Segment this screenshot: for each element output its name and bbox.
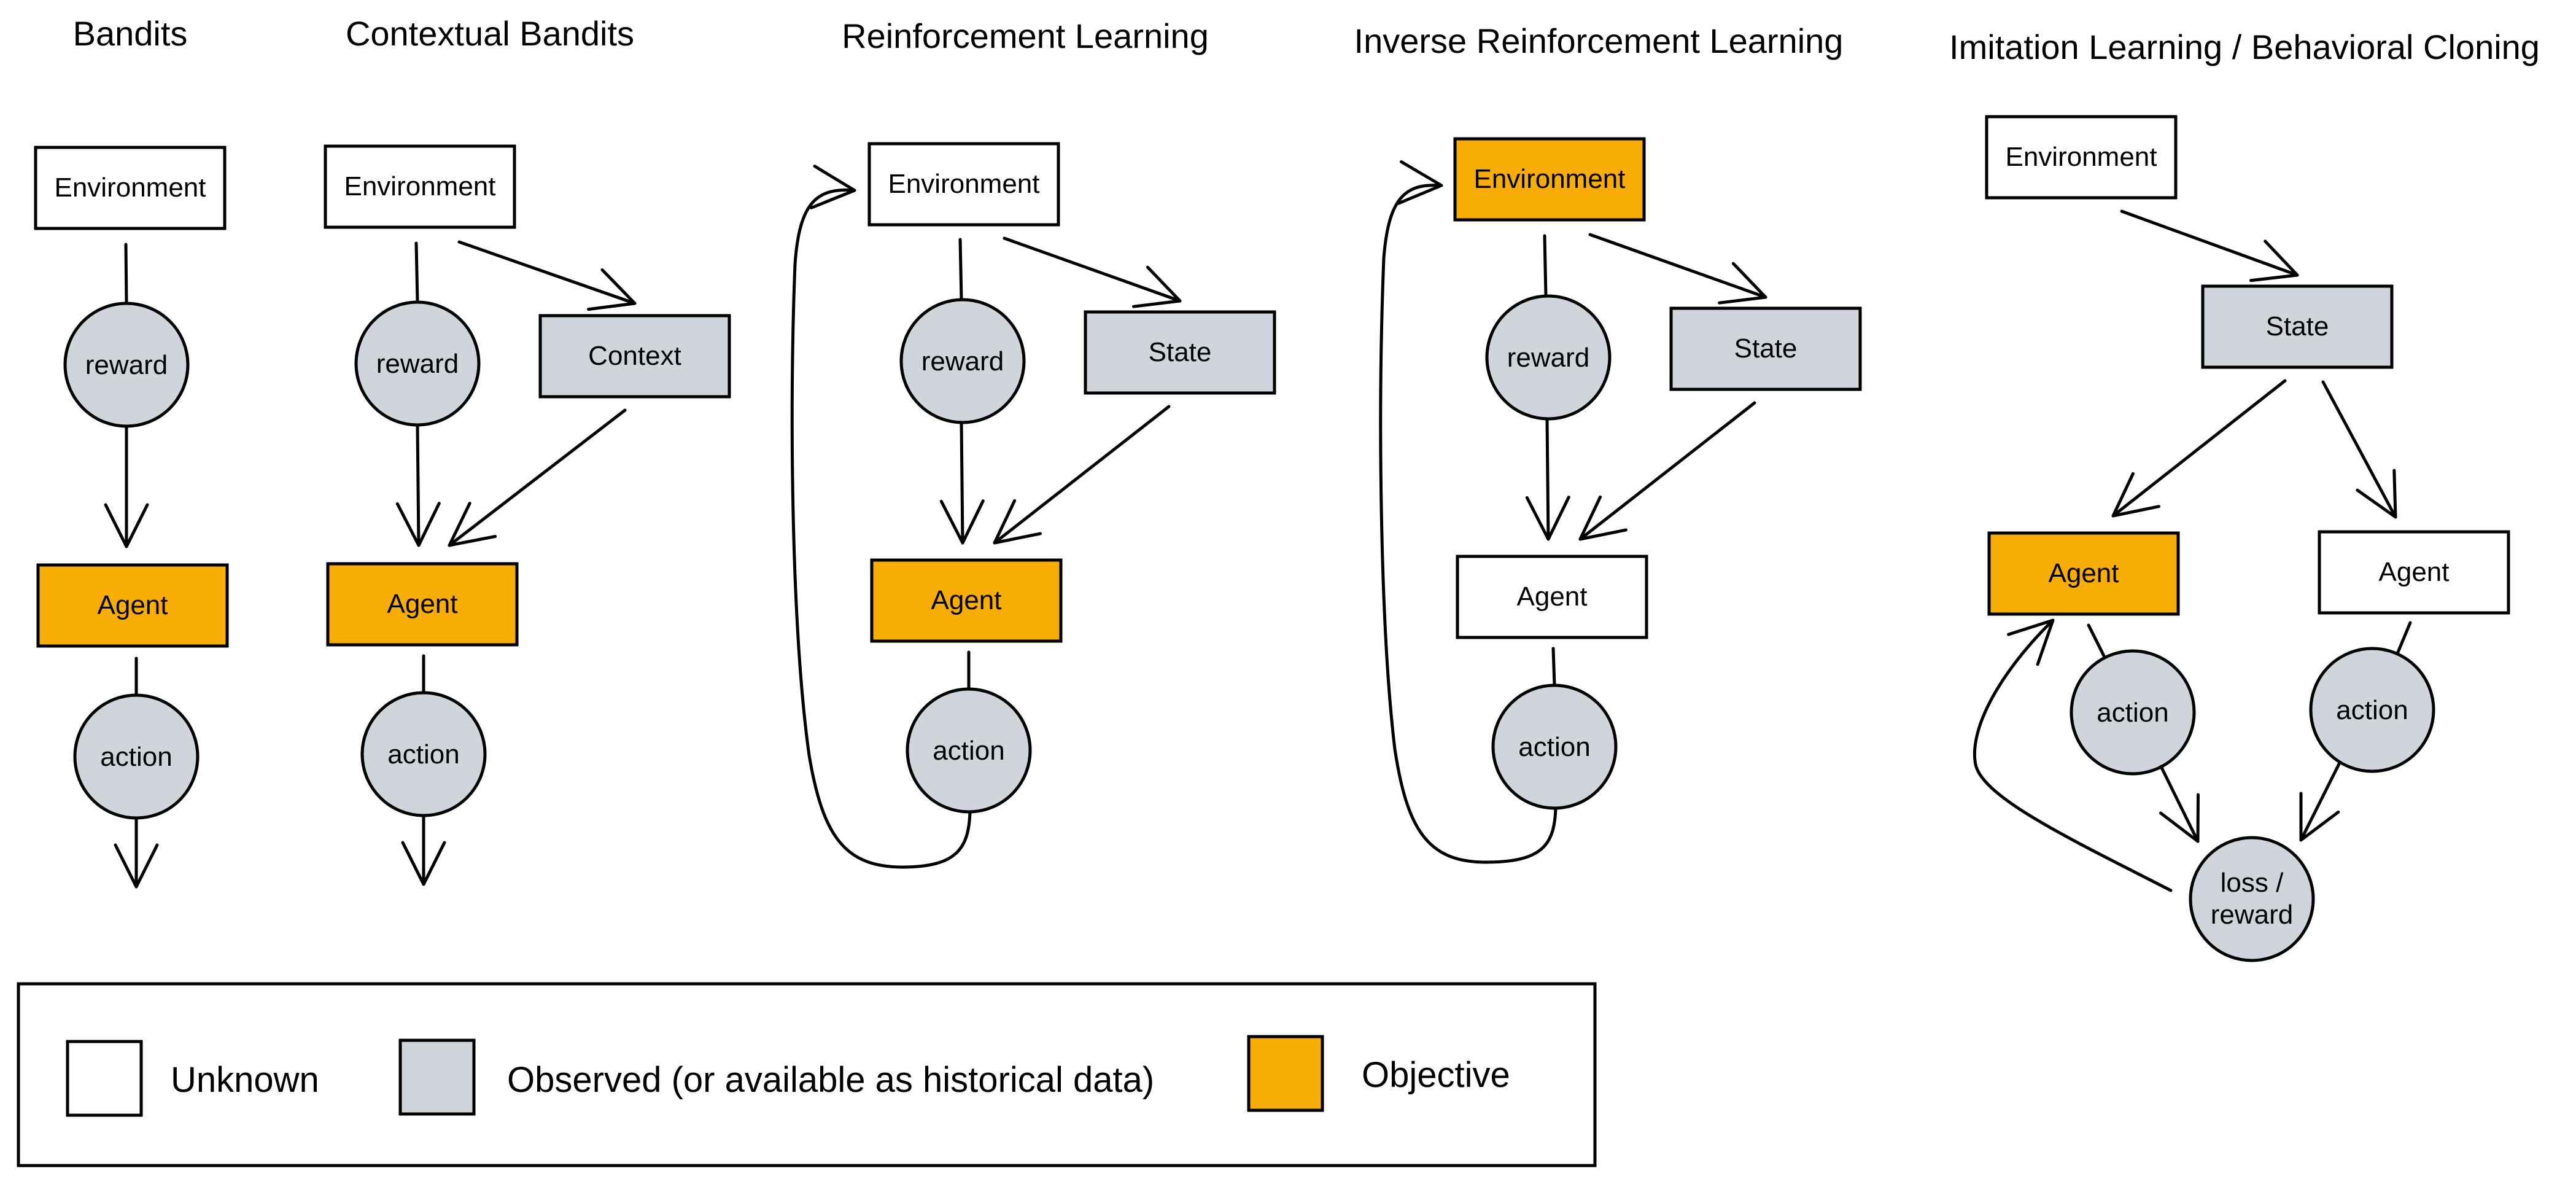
- action-right-node: [2309, 647, 2435, 773]
- panel-title: Inverse Reinforcement Learning: [1354, 21, 1844, 60]
- edge-state-agent: [993, 405, 1171, 545]
- agent-node: [36, 563, 229, 648]
- action-label: action: [933, 736, 1004, 766]
- context-label: Context: [588, 341, 681, 371]
- legend: Unknown Observed (or available as histor…: [17, 982, 1597, 1167]
- action-left-node: [2070, 649, 2196, 776]
- edge-agent-left-action: [2087, 623, 2106, 659]
- agent-node: [870, 558, 1063, 643]
- legend-objective-swatch: [1247, 1035, 1324, 1112]
- agent-label: Agent: [98, 590, 168, 620]
- edge-context-agent: [448, 408, 627, 547]
- environment-label: Environment: [888, 169, 1039, 199]
- edge-action-left-loss: [2159, 765, 2200, 843]
- action-left-label: action: [2097, 698, 2168, 728]
- state-label: State: [1149, 337, 1212, 367]
- environment-label: Environment: [344, 171, 495, 201]
- panel-title: Bandits: [73, 14, 188, 53]
- edge-action-right-loss: [2299, 762, 2341, 842]
- agent-right-node: [2318, 530, 2510, 615]
- reward-label: reward: [921, 346, 1004, 376]
- environment-node: [1985, 115, 2178, 200]
- panel-contextual-bandits: Contextual Bandits Environment Context r…: [324, 14, 731, 886]
- reward-label: reward: [376, 349, 459, 379]
- environment-node: [34, 146, 227, 230]
- state-node: [2201, 284, 2394, 369]
- edge-environment-state: [2120, 209, 2299, 282]
- agent-label: Agent: [931, 585, 1002, 615]
- agent-label: Agent: [1517, 582, 1588, 612]
- edge-action-environment-loop: [790, 165, 972, 869]
- environment-node: [1453, 137, 1646, 222]
- legend-observed-label: Observed (or available as historical dat…: [507, 1060, 1154, 1100]
- action-right-label: action: [2336, 695, 2408, 725]
- reward-label: reward: [1507, 343, 1590, 373]
- legend-frame: [17, 982, 1597, 1167]
- loss-label-line2: reward: [2211, 900, 2294, 930]
- edge-reward-agent: [939, 421, 985, 545]
- legend-observed-swatch: [398, 1038, 476, 1116]
- panel-reinforcement-learning: Reinforcement Learning Environment State…: [790, 17, 1276, 869]
- state-label: State: [2266, 311, 2329, 341]
- agent-right-label: Agent: [2379, 557, 2450, 587]
- state-node: [1084, 310, 1276, 395]
- reward-label: reward: [85, 350, 168, 380]
- edge-action-environment-loop: [1379, 160, 1558, 864]
- environment-node: [867, 142, 1060, 227]
- edge-agent-right-action: [2396, 621, 2412, 654]
- environment-label: Environment: [1473, 164, 1625, 194]
- agent-label: Agent: [387, 589, 458, 619]
- panel-title: Contextual Bandits: [346, 14, 634, 53]
- context-node: [538, 314, 731, 399]
- legend-unknown-label: Unknown: [171, 1060, 319, 1100]
- agent-node: [1456, 555, 1648, 639]
- environment-label: Environment: [54, 173, 206, 203]
- loss-label-line1: loss /: [2221, 868, 2284, 898]
- edge-agent-action: [1551, 647, 1556, 687]
- edge-environment-reward: [414, 241, 419, 304]
- edge-state-agent-left: [2111, 379, 2287, 518]
- state-label: State: [1734, 333, 1798, 364]
- edge-environment-state: [1003, 236, 1182, 308]
- edge-reward-agent: [395, 423, 441, 547]
- legend-unknown-swatch: [66, 1040, 143, 1117]
- agent-left-label: Agent: [2049, 558, 2119, 588]
- edge-loss-agent-left: [1973, 618, 2173, 892]
- legend-objective-label: Objective: [1362, 1055, 1510, 1095]
- panel-imitation-learning: Imitation Learning / Behavioral Cloning …: [1949, 28, 2540, 962]
- edge-environment-state: [1588, 233, 1767, 305]
- edge-environment-context: [457, 240, 637, 311]
- panel-title: Reinforcement Learning: [842, 17, 1209, 55]
- agent-node: [326, 562, 519, 647]
- panel-bandits: Bandits Environment reward Agent action: [34, 14, 229, 889]
- environment-node: [324, 144, 516, 229]
- action-label: action: [1518, 732, 1590, 762]
- action-label: action: [100, 742, 172, 772]
- edge-reward-agent: [1525, 417, 1570, 541]
- edge-environment-reward: [1543, 234, 1548, 298]
- edge-environment-reward: [958, 238, 963, 302]
- action-label: action: [387, 739, 459, 769]
- state-node: [1669, 306, 1862, 391]
- environment-label: Environment: [2005, 142, 2157, 172]
- panel-title: Imitation Learning / Behavioral Cloning: [1949, 28, 2540, 66]
- loss-reward-node: [2189, 836, 2315, 962]
- panel-inverse-reinforcement-learning: Inverse Reinforcement Learning Environme…: [1354, 21, 1862, 864]
- edge-state-agent-right: [2321, 380, 2397, 519]
- agent-left-node: [1987, 531, 2180, 616]
- edge-state-agent: [1578, 401, 1756, 541]
